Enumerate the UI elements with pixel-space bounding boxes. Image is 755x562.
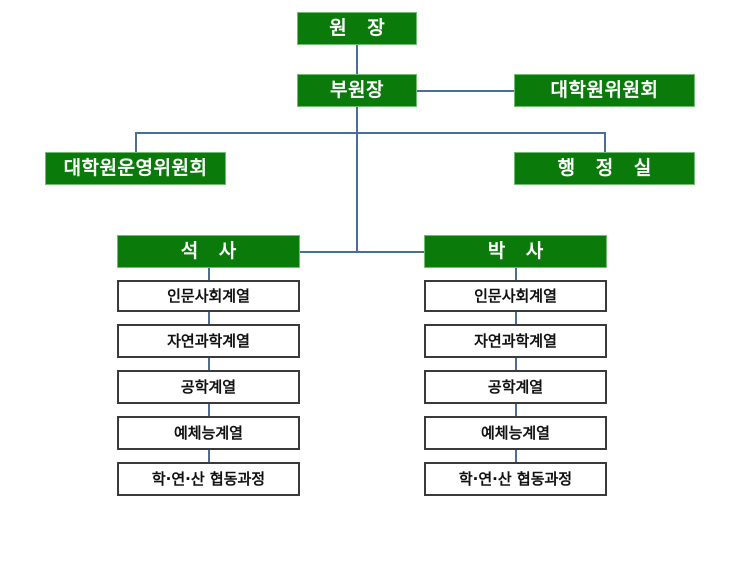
node-director[interactable]: 원 장 [297,12,417,45]
node-grad-committee[interactable]: 대학원위원회 [514,74,695,107]
connector-masters-0 [208,268,210,280]
doctorate-program-item[interactable]: 자연과학계열 [424,324,607,358]
connector-doctorate-3 [515,404,517,416]
masters-program-item[interactable]: 인문사회계열 [117,280,300,312]
connector-doctorate-2 [515,358,517,370]
connector-masters-4 [208,450,210,462]
node-admin-office[interactable]: 행 정 실 [514,152,695,185]
connector-branch-bar [135,132,605,134]
node-vice-director[interactable]: 부원장 [297,74,417,107]
connector-spine-to-degrees [300,251,424,253]
connector-masters-1 [208,312,210,324]
doctorate-program-item[interactable]: 공학계열 [424,370,607,404]
connector-branch-left-drop [135,132,137,152]
connector-masters-3 [208,404,210,416]
connector-doctorate-0 [515,268,517,280]
masters-program-item[interactable]: 공학계열 [117,370,300,404]
node-doctorate[interactable]: 박 사 [424,235,607,268]
masters-program-item[interactable]: 자연과학계열 [117,324,300,358]
masters-program-item[interactable]: 학·연·산 협동과정 [117,462,300,496]
connector-doctorate-1 [515,312,517,324]
doctorate-program-item[interactable]: 예체능계열 [424,416,607,450]
doctorate-program-item[interactable]: 인문사회계열 [424,280,607,312]
connector-doctorate-4 [515,450,517,462]
node-grad-operating-committee[interactable]: 대학원운영위원회 [45,152,226,185]
connector-vice-spine [356,107,358,253]
connector-director-to-vice [356,45,358,74]
connector-masters-2 [208,358,210,370]
doctorate-program-item[interactable]: 학·연·산 협동과정 [424,462,607,496]
node-masters[interactable]: 석 사 [117,235,300,268]
masters-program-item[interactable]: 예체능계열 [117,416,300,450]
connector-branch-right-drop [604,132,606,152]
connector-vice-to-grad-committee [417,90,514,92]
